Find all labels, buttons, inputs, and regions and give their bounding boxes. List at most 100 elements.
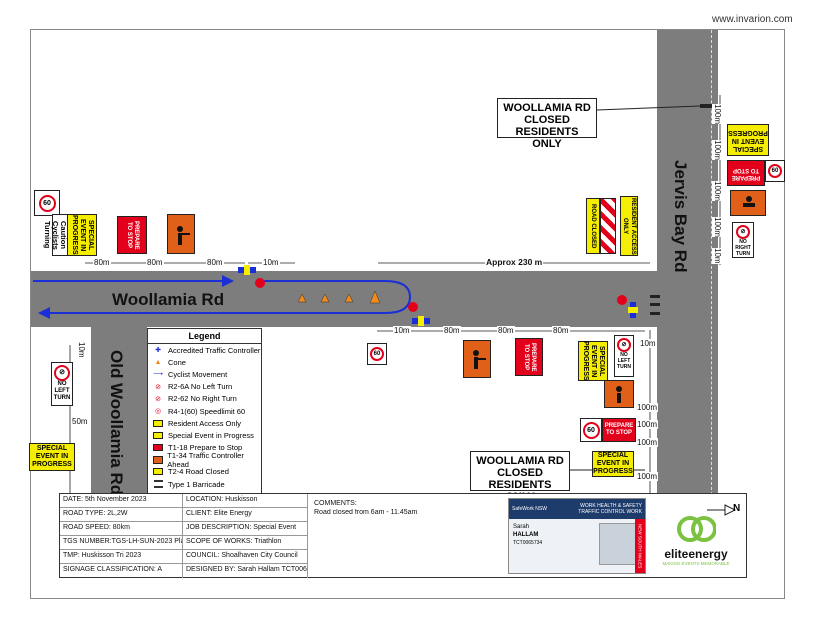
road-closed-callout-top: WOOLLAMIA RD CLOSED RESIDENTS ONLY [497,98,597,150]
card-photo [599,523,637,565]
dim-80m: 80m [552,326,570,335]
tb-scope: SCOPE OF WORKS: Triathlon [183,536,308,550]
special-event-sign: SPECIAL EVENT IN PROGRESS [29,443,75,471]
cone-icon [369,290,381,304]
speed-limit-sign: 60 [34,190,60,216]
special-event-sign: SPECIAL EVENT IN PROGRESS [727,124,769,156]
special-event-sign: SPECIAL EVENT IN PROGRESS [592,451,634,477]
traffic-controller-ahead-sign [604,380,634,408]
traffic-controller-ahead-icon [152,455,163,464]
tb-tgs: TGS NUMBER:TGS-LH-SUN-2023 Plan17 [60,536,183,550]
dim-10m: 10m [639,339,657,348]
dim-80m: 80m [146,258,164,267]
prepare-to-stop-sign: PREPARE TO STOP [515,338,543,376]
legend-item: Resident Access Only [148,417,261,429]
road-closed-callout-bottom: WOOLLAMIA RD CLOSED RESIDENTS ONLY [470,451,570,503]
tb-road-speed: ROAD SPEED: 80km [60,522,183,536]
cyclist-arrow-icon: ⟶ [152,371,164,379]
cone-icon [297,293,307,303]
legend-item: ⊘R2-62 No Right Turn [148,393,261,405]
no-left-turn-icon: ⊘ [155,383,161,391]
no-left-turn-icon: ⊘ [54,365,70,381]
no-left-turn-sign: ⊘ NO LEFT TURN [51,362,73,406]
card-state: NEW SOUTH WALES [637,523,643,569]
prepare-to-stop-sign: PREPARE TO STOP [727,160,765,186]
prepare-to-stop-sign: PREPARE TO STOP [602,418,636,442]
speed-limit-icon: ◎ [154,408,162,416]
speed-limit-60-icon: 60 [768,164,782,178]
tb-designed: DESIGNED BY: Sarah Hallam TCT0065734 [183,564,308,578]
north-label: N [733,503,741,514]
card-state-band: NEW SOUTH WALES [635,519,645,573]
tb-comments-label: COMMENTS: [314,500,357,507]
cone-icon [320,293,330,303]
legend-item: T1-34 Traffic Controller Ahead [148,451,261,469]
traffic-controller-ahead-icon [177,226,190,245]
dim-10m: 10m [393,326,411,335]
dim-100m: 100m [712,217,723,238]
dim-100m: 100m [636,420,659,429]
resident-access-sign: RESIDENT ACCESS ONLY [620,196,638,256]
old-woollamia-road-label: Old Woollamia Rd [107,350,126,496]
no-left-turn-sign: ⊘ NO LEFT TURN [614,335,634,377]
logo-tagline: MAKING EVENTS MEMORABLE [662,561,730,566]
tb-job: JOB DESCRIPTION: Special Event [183,522,308,536]
no-right-turn-icon: ⊘ [736,225,750,239]
woollamia-road-label: Woollamia Rd [112,290,225,309]
no-left-turn-icon: ⊘ [617,338,631,352]
tb-tmp: TMP: Huskisson Tri 2023 [60,550,183,564]
jervis-bay-road-label: Jervis Bay Rd [671,160,690,273]
no-left-turn-label: NO LEFT TURN [53,381,71,401]
legend: Legend ✚Accredited Traffic Controller ▲C… [147,328,262,498]
no-right-turn-sign: ⊘ NO RIGHT TURN [732,222,754,258]
legend-item: T2-4 Road Closed [148,466,261,478]
dim-100m: 100m [712,104,723,125]
prepare-to-stop-sign: PREPARE TO STOP [117,216,147,254]
traffic-controller-ahead-sign [167,214,195,254]
caution-cyclists-sign: Caution Cyclists Turning [43,214,68,256]
tb-comments: Road closed from 6am - 11.45am [314,509,418,516]
tb-signage: SIGNAGE CLASSIFICATION: A [60,564,183,578]
logo-name: eliteenergy [664,547,728,561]
prepare-to-stop-icon [152,443,164,452]
dim-100m: 100m [712,140,723,161]
card-title: WORK HEALTH & SAFETY TRAFFIC CONTROL WOR… [578,503,642,515]
dim-100m: 100m [636,438,659,447]
legend-item: T1-18 Prepare to Stop [148,442,261,454]
tb-road-type: ROAD TYPE: 2L,2W [60,508,183,522]
dim-10m: 10m [712,248,723,264]
dim-approx-230m: Approx 230 m [485,257,544,267]
traffic-controller-icon [408,302,430,326]
no-left-turn-label: NO LEFT TURN [617,352,631,370]
barricade-icon [700,104,714,108]
tb-location: LOCATION: Huskisson [183,494,308,508]
barricade-icon [650,295,660,315]
traffic-controller-ahead-icon [616,386,622,403]
tb-client: CLIENT: Elite Energy [183,508,308,522]
cone-icon: ▲ [154,358,162,366]
speed-limit-60-icon: 60 [38,194,56,212]
card-first-name: Sarah [513,524,530,530]
traffic-controller-ahead-icon [743,196,755,207]
tb-date: DATE: 5th November 2023 [60,494,183,508]
legend-item: ▲Cone [148,356,261,368]
traffic-controller-icon: ✚ [155,347,161,355]
barricade-icon [152,480,164,489]
dim-50m: 50m [71,417,89,426]
resident-access-icon [152,419,164,428]
dim-80m: 80m [93,258,111,267]
legend-title: Legend [148,329,261,344]
legend-item: Special Event in Progress [148,429,261,441]
card-last-name: HALLAM [513,532,539,538]
elite-energy-logo: eliteenergy MAKING EVENTS MEMORABLE [654,515,738,573]
dim-10m: 10m [262,258,280,267]
traffic-controller-ahead-icon [473,350,486,369]
drawing-frame [30,29,785,599]
special-event-sign: SPECIAL EVENT IN PROGRESS [578,341,608,381]
traffic-controller-icon [617,295,638,318]
no-right-turn-label: NO RIGHT TURN [735,239,751,257]
barricade-icon [600,198,616,254]
old-woollamia-road [91,327,147,494]
cone-icon [344,293,354,303]
legend-item: Type 1 Barricade [148,478,261,490]
